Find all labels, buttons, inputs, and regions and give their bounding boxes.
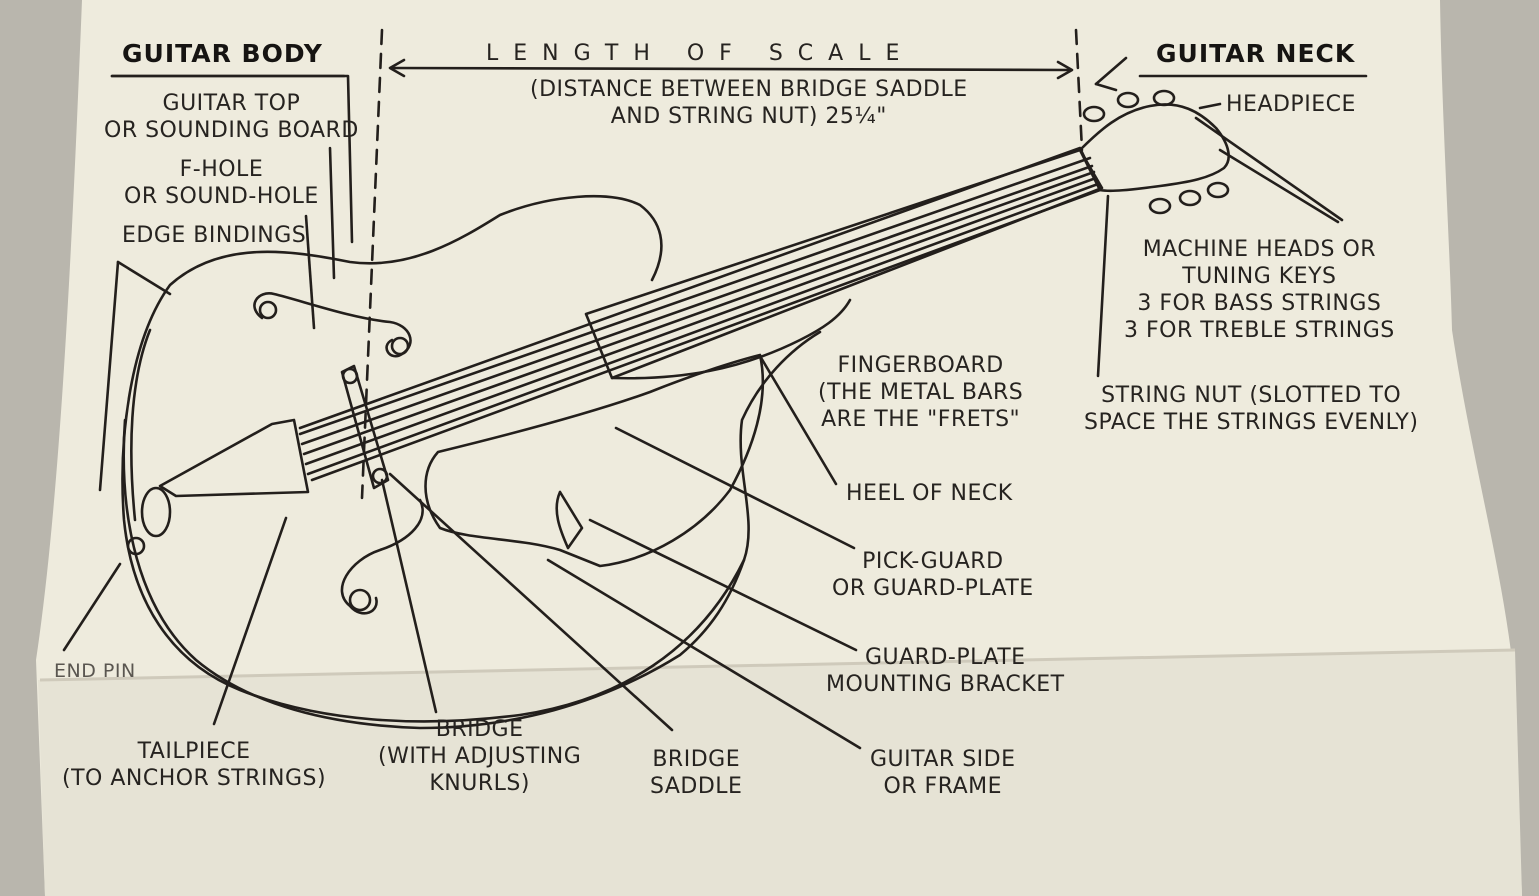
label-string-nut: STRING NUT (SLOTTED TO SPACE THE STRINGS… — [1084, 383, 1419, 435]
tailpiece — [158, 418, 310, 498]
label-heel-of-neck: HEEL OF NECK — [846, 481, 1013, 506]
tailpiece-end — [140, 486, 172, 538]
guitar-side-outline — [122, 418, 746, 730]
label-tailpiece: TAILPIECE (TO ANCHOR STRINGS) — [62, 739, 327, 791]
label-guard-bracket: GUARD-PLATE MOUNTING BRACKET — [826, 645, 1065, 697]
edge-binding-line — [130, 328, 152, 522]
paper-fold-line — [39, 648, 1516, 682]
body-divider-dashed — [360, 28, 384, 500]
label-bridge: BRIDGE (WITH ADJUSTING KNURLS) — [378, 717, 582, 796]
leader-guitar-body — [110, 74, 354, 244]
section-title-body: GUITAR BODY — [122, 39, 323, 68]
scale-arrow-line — [390, 66, 1072, 72]
guard-bracket — [555, 490, 584, 550]
f-hole-upper — [253, 292, 412, 358]
f-hole-lower — [340, 498, 424, 615]
label-guitar-side: GUITAR SIDE OR FRAME — [870, 747, 1016, 799]
label-end-pin: END PIN — [54, 660, 136, 682]
scale-arrow-right-head — [1056, 60, 1074, 80]
section-title-neck: GUITAR NECK — [1156, 39, 1356, 68]
label-guitar-top: GUITAR TOP OR SOUNDING BOARD — [104, 91, 359, 143]
label-pick-guard: PICK-GUARD OR GUARD-PLATE — [832, 549, 1034, 601]
label-bridge-saddle: BRIDGE SADDLE — [650, 747, 743, 799]
scale-arrow-left-head — [388, 58, 406, 78]
end-pin — [126, 536, 146, 556]
label-f-hole: F-HOLE OR SOUND-HOLE — [124, 157, 319, 209]
guitar-body-outline — [121, 194, 822, 723]
scale-description: (DISTANCE BETWEEN BRIDGE SADDLE AND STRI… — [530, 77, 968, 129]
paper-fold-shadow — [38, 650, 1522, 896]
headstock — [1078, 103, 1230, 193]
label-machine-heads: MACHINE HEADS OR TUNING KEYS 3 FOR BASS … — [1124, 237, 1395, 343]
label-headpiece: HEADPIECE — [1226, 92, 1356, 117]
heel-of-neck — [610, 298, 852, 380]
neck-divider-dashed — [1074, 28, 1084, 152]
label-fingerboard: FINGERBOARD (THE METAL BARS ARE THE "FRE… — [818, 353, 1024, 432]
label-edge-bindings: EDGE BINDINGS — [122, 223, 307, 248]
scale-title: LENGTH OF SCALE — [486, 41, 915, 66]
